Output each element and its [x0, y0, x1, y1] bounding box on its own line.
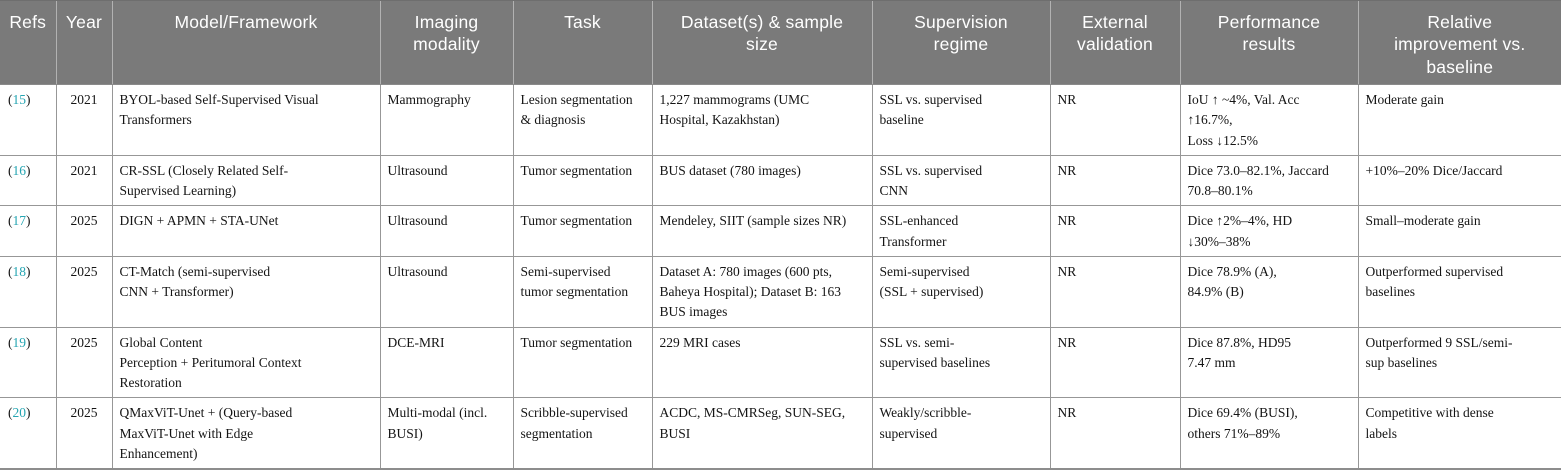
- supervision-cell: Semi-supervised (SSL + supervised): [872, 256, 1051, 328]
- external-validation-cell: NR: [1050, 84, 1181, 156]
- model-cell: CT-Match (semi-supervised CNN + Transfor…: [112, 256, 381, 328]
- column-header-dataset: Dataset(s) & sample size: [651, 0, 872, 86]
- ref-link[interactable]: 17: [12, 213, 27, 229]
- column-header-supervision: Supervision regime: [871, 0, 1050, 86]
- model-cell: DIGN + APMN + STA-UNet: [112, 205, 381, 257]
- model-cell: QMaxViT-Unet + (Query-based MaxViT-Unet …: [112, 397, 381, 470]
- ref-link[interactable]: 16: [12, 162, 27, 178]
- year-cell: 2025: [56, 397, 113, 470]
- performance-cell: IoU ↑ ~4%, Val. Acc ↑16.7%, Loss ↓12.5%: [1180, 84, 1359, 156]
- ref-paren-close: ): [26, 213, 31, 229]
- external-validation-cell: NR: [1050, 256, 1181, 328]
- external-validation-cell: NR: [1050, 155, 1181, 207]
- ref-link[interactable]: 20: [12, 405, 27, 421]
- ref-paren-close: ): [26, 92, 31, 108]
- ref-paren-close: ): [26, 334, 31, 350]
- refs-cell: (15): [0, 84, 57, 156]
- table-body: (15) 2021 BYOL-based Self-Supervised Vis…: [0, 84, 1561, 470]
- column-header-modality: Imaging modality: [379, 0, 513, 86]
- dataset-cell: Dataset A: 780 images (600 pts, Baheya H…: [652, 256, 873, 328]
- column-header-improvement: Relative improvement vs. baseline: [1357, 0, 1561, 86]
- ref-paren-open: (: [8, 213, 13, 229]
- modality-cell: Ultrasound: [380, 256, 514, 328]
- improvement-cell: Outperformed supervised baselines: [1358, 256, 1561, 328]
- improvement-cell: +10%–20% Dice/Jaccard: [1358, 155, 1561, 207]
- table-row: (17) 2025 DIGN + APMN + STA-UNet Ultraso…: [0, 205, 1561, 257]
- supervision-cell: Weakly/scribble- supervised: [872, 397, 1051, 470]
- performance-cell: Dice 78.9% (A), 84.9% (B): [1180, 256, 1359, 328]
- supervision-cell: SSL vs. semi- supervised baselines: [872, 327, 1051, 399]
- task-cell: Tumor segmentation: [513, 327, 653, 399]
- model-cell: Global Content Perception + Peritumoral …: [112, 327, 381, 399]
- improvement-cell: Small–moderate gain: [1358, 205, 1561, 257]
- performance-cell: Dice 87.8%, HD95 7.47 mm: [1180, 327, 1359, 399]
- external-validation-cell: NR: [1050, 397, 1181, 470]
- task-cell: Lesion segmentation & diagnosis: [513, 84, 653, 156]
- performance-cell: Dice ↑2%–4%, HD ↓30%–38%: [1180, 205, 1359, 257]
- year-cell: 2025: [56, 205, 113, 257]
- ref-paren-open: (: [8, 92, 13, 108]
- supervision-cell: SSL-enhanced Transformer: [872, 205, 1051, 257]
- ref-paren-open: (: [8, 162, 13, 178]
- task-cell: Tumor segmentation: [513, 155, 653, 207]
- table-row: (16) 2021 CR-SSL (Closely Related Self- …: [0, 155, 1561, 207]
- ref-paren-open: (: [8, 405, 13, 421]
- performance-cell: Dice 69.4% (BUSI), others 71%–89%: [1180, 397, 1359, 470]
- column-header-year: Year: [55, 0, 112, 86]
- ref-paren-close: ): [26, 405, 31, 421]
- dataset-cell: 1,227 mammograms (UMC Hospital, Kazakhst…: [652, 84, 873, 156]
- modality-cell: Ultrasound: [380, 155, 514, 207]
- improvement-cell: Competitive with dense labels: [1358, 397, 1561, 470]
- ref-link[interactable]: 19: [12, 334, 27, 350]
- modality-cell: Mammography: [380, 84, 514, 156]
- dataset-cell: Mendeley, SIIT (sample sizes NR): [652, 205, 873, 257]
- column-header-refs: Refs: [0, 0, 56, 86]
- improvement-cell: Moderate gain: [1358, 84, 1561, 156]
- ref-paren-open: (: [8, 334, 13, 350]
- table-row: (20) 2025 QMaxViT-Unet + (Query-based Ma…: [0, 397, 1561, 470]
- refs-cell: (19): [0, 327, 57, 399]
- column-header-task: Task: [512, 0, 652, 86]
- table-row: (19) 2025 Global Content Perception + Pe…: [0, 327, 1561, 399]
- model-cell: CR-SSL (Closely Related Self- Supervised…: [112, 155, 381, 207]
- external-validation-cell: NR: [1050, 205, 1181, 257]
- column-header-performance: Performance results: [1179, 0, 1358, 86]
- performance-cell: Dice 73.0–82.1%, Jaccard 70.8–80.1%: [1180, 155, 1359, 207]
- ref-paren-open: (: [8, 263, 13, 279]
- year-cell: 2025: [56, 327, 113, 399]
- ref-paren-close: ): [26, 162, 31, 178]
- task-cell: Scribble-supervised segmentation: [513, 397, 653, 470]
- supervision-cell: SSL vs. supervised baseline: [872, 84, 1051, 156]
- table-row: (18) 2025 CT-Match (semi-supervised CNN …: [0, 256, 1561, 328]
- task-cell: Semi-supervised tumor segmentation: [513, 256, 653, 328]
- refs-cell: (18): [0, 256, 57, 328]
- refs-cell: (17): [0, 205, 57, 257]
- modality-cell: Multi-modal (incl. BUSI): [380, 397, 514, 470]
- ref-link[interactable]: 15: [12, 92, 27, 108]
- year-cell: 2021: [56, 84, 113, 156]
- dataset-cell: BUS dataset (780 images): [652, 155, 873, 207]
- ref-link[interactable]: 18: [12, 263, 27, 279]
- task-cell: Tumor segmentation: [513, 205, 653, 257]
- dataset-cell: 229 MRI cases: [652, 327, 873, 399]
- column-header-external-validation: External validation: [1049, 0, 1180, 86]
- dataset-cell: ACDC, MS-CMRSeg, SUN-SEG, BUSI: [652, 397, 873, 470]
- year-cell: 2025: [56, 256, 113, 328]
- modality-cell: DCE-MRI: [380, 327, 514, 399]
- supervision-cell: SSL vs. supervised CNN: [872, 155, 1051, 207]
- table-header: Refs Year Model/Framework Imaging modali…: [0, 0, 1561, 86]
- refs-cell: (20): [0, 397, 57, 470]
- improvement-cell: Outperformed 9 SSL/semi- sup baselines: [1358, 327, 1561, 399]
- year-cell: 2021: [56, 155, 113, 207]
- model-cell: BYOL-based Self-Supervised Visual Transf…: [112, 84, 381, 156]
- refs-cell: (16): [0, 155, 57, 207]
- external-validation-cell: NR: [1050, 327, 1181, 399]
- ref-paren-close: ): [26, 263, 31, 279]
- table-row: (15) 2021 BYOL-based Self-Supervised Vis…: [0, 84, 1561, 156]
- column-header-model: Model/Framework: [111, 0, 380, 86]
- header-row: Refs Year Model/Framework Imaging modali…: [0, 0, 1561, 86]
- modality-cell: Ultrasound: [380, 205, 514, 257]
